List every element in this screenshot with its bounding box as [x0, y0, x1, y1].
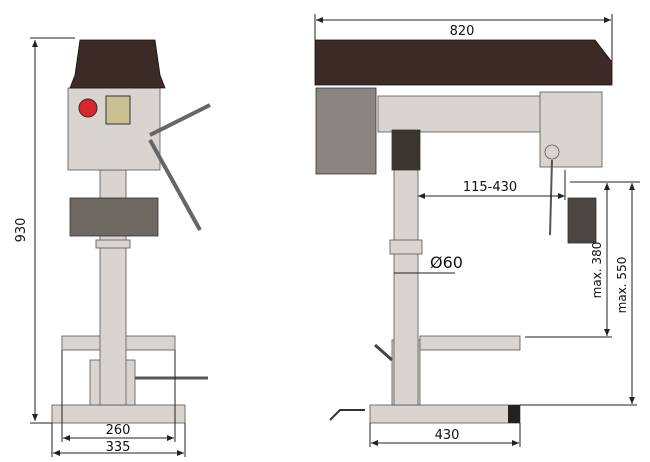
dimension-335: 335 — [51, 423, 186, 457]
dim-reach-label: 115-430 — [463, 180, 517, 195]
dimension-260: 260 — [61, 350, 176, 442]
feed-handle-1 — [149, 103, 211, 137]
ram-clamp — [391, 129, 421, 171]
dim-820-label: 820 — [450, 24, 475, 39]
dimension-reach: 115-430 — [418, 170, 566, 200]
dim-380-label: max. 380 — [590, 242, 604, 299]
side-base — [369, 404, 521, 424]
dimension-max-550: max. 550 — [520, 183, 637, 406]
dimension-column-diameter: Ø60 — [394, 253, 463, 274]
dim-930-label: 930 — [14, 218, 29, 243]
front-base — [51, 404, 186, 424]
dimension-430: 430 — [369, 423, 521, 447]
side-head-cover — [314, 39, 613, 86]
front-chuck-guard — [69, 197, 159, 237]
front-switch-panel — [105, 95, 131, 125]
front-column-collar — [95, 239, 131, 249]
front-head-cover — [69, 39, 166, 89]
front-view — [51, 39, 211, 424]
side-base-lever — [329, 409, 365, 421]
side-base-foot — [508, 405, 520, 423]
dim-260-label: 260 — [106, 423, 131, 438]
dimension-820: 820 — [314, 14, 613, 62]
side-feed-handle — [549, 159, 553, 236]
side-view — [314, 39, 613, 424]
side-ram-arm — [377, 95, 569, 133]
dim-335-label: 335 — [106, 440, 131, 455]
dim-550-label: max. 550 — [615, 257, 629, 314]
side-column-collar — [389, 239, 423, 255]
motor — [315, 87, 377, 175]
dim-430-label: 430 — [435, 428, 460, 443]
dimension-930: 930 — [14, 37, 75, 424]
side-table-lock — [374, 343, 393, 362]
side-chuck-guard — [567, 197, 597, 244]
side-feed-hub — [544, 144, 560, 160]
dimension-max-380: max. 380 — [525, 181, 640, 338]
feed-handle-2 — [148, 139, 202, 231]
dim-diameter-label: Ø60 — [430, 253, 463, 272]
side-table — [419, 335, 521, 351]
emergency-stop — [78, 98, 98, 118]
